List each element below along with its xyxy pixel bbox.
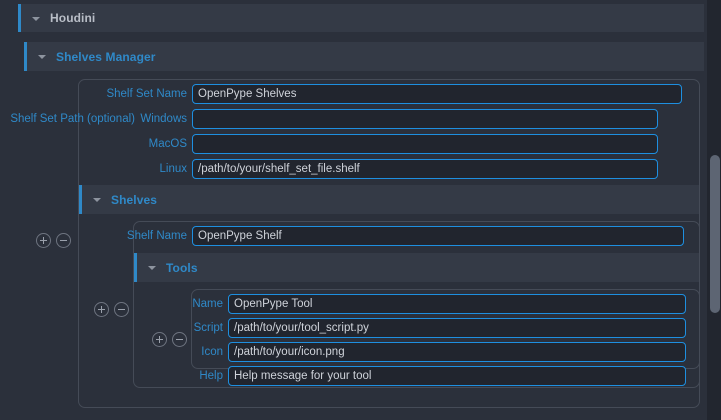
input-tool-script[interactable] [228,318,686,338]
input-shelf-name[interactable] [192,226,684,246]
chevron-down-icon-tools[interactable] [148,263,157,272]
input-tool-name[interactable] [228,294,686,314]
row-tool-name: Name [0,294,686,314]
label-shelf-name: Shelf Name [126,230,187,242]
label-macos: MacOS [148,138,187,150]
label-windows: Windows [140,113,187,125]
label-linux: Linux [159,163,188,175]
row-shelf-set-path-windows: Shelf Set Path (optional) Windows [0,109,658,129]
label-tool-help: Help [199,370,223,382]
chevron-down-icon-houdini[interactable] [32,14,41,23]
row-tool-help: Help [0,366,686,386]
input-windows-path[interactable] [192,109,658,129]
label-shelf-set-name: Shelf Set Name [106,88,187,100]
input-linux-path[interactable] [192,159,658,179]
shelves-add-remove-group [36,233,71,248]
add-button-tool[interactable] [152,332,167,347]
label-tool-icon: Icon [201,346,223,358]
label-tool-script: Script [193,322,223,334]
accent-bar-houdini [18,4,21,32]
row-macos: MacOS [0,134,658,154]
input-tool-help[interactable] [228,366,686,386]
vertical-scrollbar-thumb[interactable] [710,155,720,313]
section-header-shelves[interactable]: Shelves [79,185,699,214]
section-title-shelves: Shelves [111,192,158,207]
section-header-shelves-manager[interactable]: Shelves Manager [24,42,704,71]
label-tool-name: Name [192,298,223,310]
vertical-scrollbar-track[interactable] [707,0,721,420]
accent-bar-shelves [79,185,82,214]
row-tool-icon: Icon [0,342,686,362]
remove-button-shelf[interactable] [56,233,71,248]
chevron-down-icon-shelves[interactable] [93,195,102,204]
chevron-down-icon-shelves-manager[interactable] [38,52,47,61]
section-title-tools: Tools [166,260,198,275]
accent-bar-shelves-manager [24,42,27,71]
add-button-tool-group[interactable] [94,302,109,317]
input-macos-path[interactable] [192,134,658,154]
row-shelf-name: Shelf Name [0,226,684,246]
accent-bar-tools [134,253,137,282]
remove-button-tool[interactable] [172,332,187,347]
row-shelf-set-name: Shelf Set Name [0,84,682,104]
tool-entry-add-remove-group [152,332,187,347]
remove-button-tool-group[interactable] [114,302,129,317]
row-tool-script: Script [0,318,686,338]
section-title-shelves-manager: Shelves Manager [56,49,156,64]
label-shelf-set-path: Shelf Set Path (optional) [10,113,135,125]
section-title-houdini: Houdini [50,11,96,25]
section-header-tools[interactable]: Tools [134,253,699,282]
input-shelf-set-name[interactable] [192,84,682,104]
input-tool-icon[interactable] [228,342,686,362]
row-linux: Linux [0,159,658,179]
section-header-houdini[interactable]: Houdini [18,4,704,32]
add-button-shelf[interactable] [36,233,51,248]
tools-add-remove-group [94,302,129,317]
